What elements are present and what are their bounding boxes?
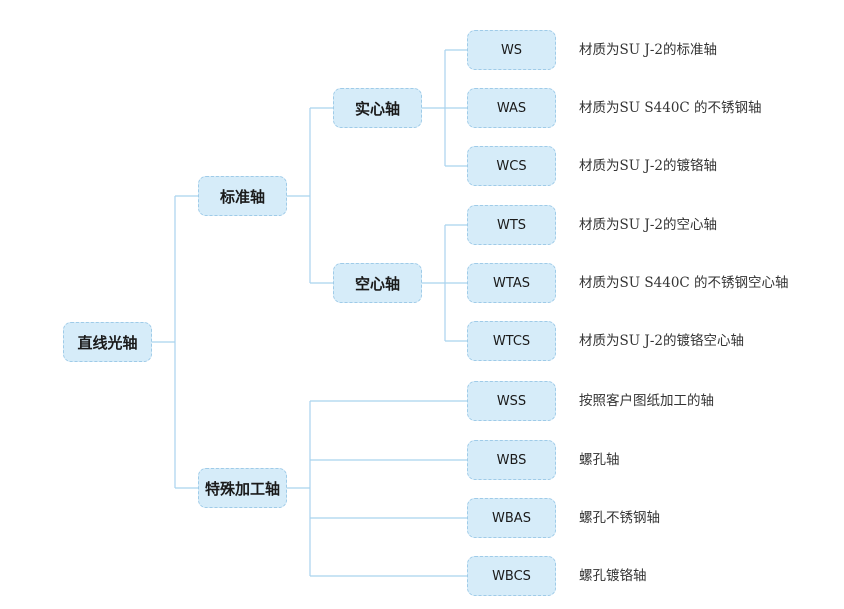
- leaf-description: 材质为SU S440C 的不锈钢空心轴: [579, 275, 789, 291]
- leaf-code: WS: [500, 42, 523, 58]
- leaf-description: 螺孔镀铬轴: [579, 568, 647, 584]
- leaf-node-wts: WTS: [467, 205, 556, 245]
- subbranch-label: 实心轴: [354, 99, 400, 118]
- leaf-code: WSS: [496, 393, 527, 409]
- leaf-description: 材质为SU J-2的空心轴: [579, 217, 717, 233]
- leaf-code: WTAS: [493, 275, 530, 291]
- root-node: 直线光轴: [63, 322, 152, 362]
- leaf-description: 材质为SU J-2的镀铬轴: [579, 158, 717, 174]
- leaf-code: WTCS: [492, 333, 531, 349]
- leaf-node-ws: WS: [467, 30, 556, 70]
- leaf-node-wbas: WBAS: [467, 498, 556, 538]
- leaf-description: 螺孔不锈钢轴: [579, 510, 660, 526]
- subbranch-node-hollow: 空心轴: [333, 263, 422, 303]
- branch-label: 标准轴: [219, 187, 265, 206]
- leaf-node-wtas: WTAS: [467, 263, 556, 303]
- leaf-code: WBCS: [492, 568, 531, 584]
- leaf-node-wss: WSS: [467, 381, 556, 421]
- leaf-description: 螺孔轴: [579, 452, 620, 468]
- branch-node-special: 特殊加工轴: [198, 468, 287, 508]
- leaf-node-wcs: WCS: [467, 146, 556, 186]
- leaf-code: WAS: [496, 100, 527, 116]
- subbranch-label: 空心轴: [354, 274, 400, 293]
- leaf-node-wtcs: WTCS: [467, 321, 556, 361]
- leaf-node-wbcs: WBCS: [467, 556, 556, 596]
- branch-label: 特殊加工轴: [204, 479, 280, 498]
- leaf-description: 材质为SU J-2的标准轴: [579, 42, 717, 58]
- leaf-code: WTS: [496, 217, 527, 233]
- leaf-description: 材质为SU S440C 的不锈钢轴: [579, 100, 762, 116]
- leaf-node-wbs: WBS: [467, 440, 556, 480]
- leaf-code: WBS: [496, 452, 527, 468]
- leaf-node-was: WAS: [467, 88, 556, 128]
- leaf-code: WBAS: [492, 510, 531, 526]
- leaf-description: 按照客户图纸加工的轴: [579, 393, 714, 409]
- branch-node-standard: 标准轴: [198, 176, 287, 216]
- root-label: 直线光轴: [77, 333, 138, 352]
- leaf-code: WCS: [496, 158, 527, 174]
- leaf-description: 材质为SU J-2的镀铬空心轴: [579, 333, 744, 349]
- subbranch-node-solid: 实心轴: [333, 88, 422, 128]
